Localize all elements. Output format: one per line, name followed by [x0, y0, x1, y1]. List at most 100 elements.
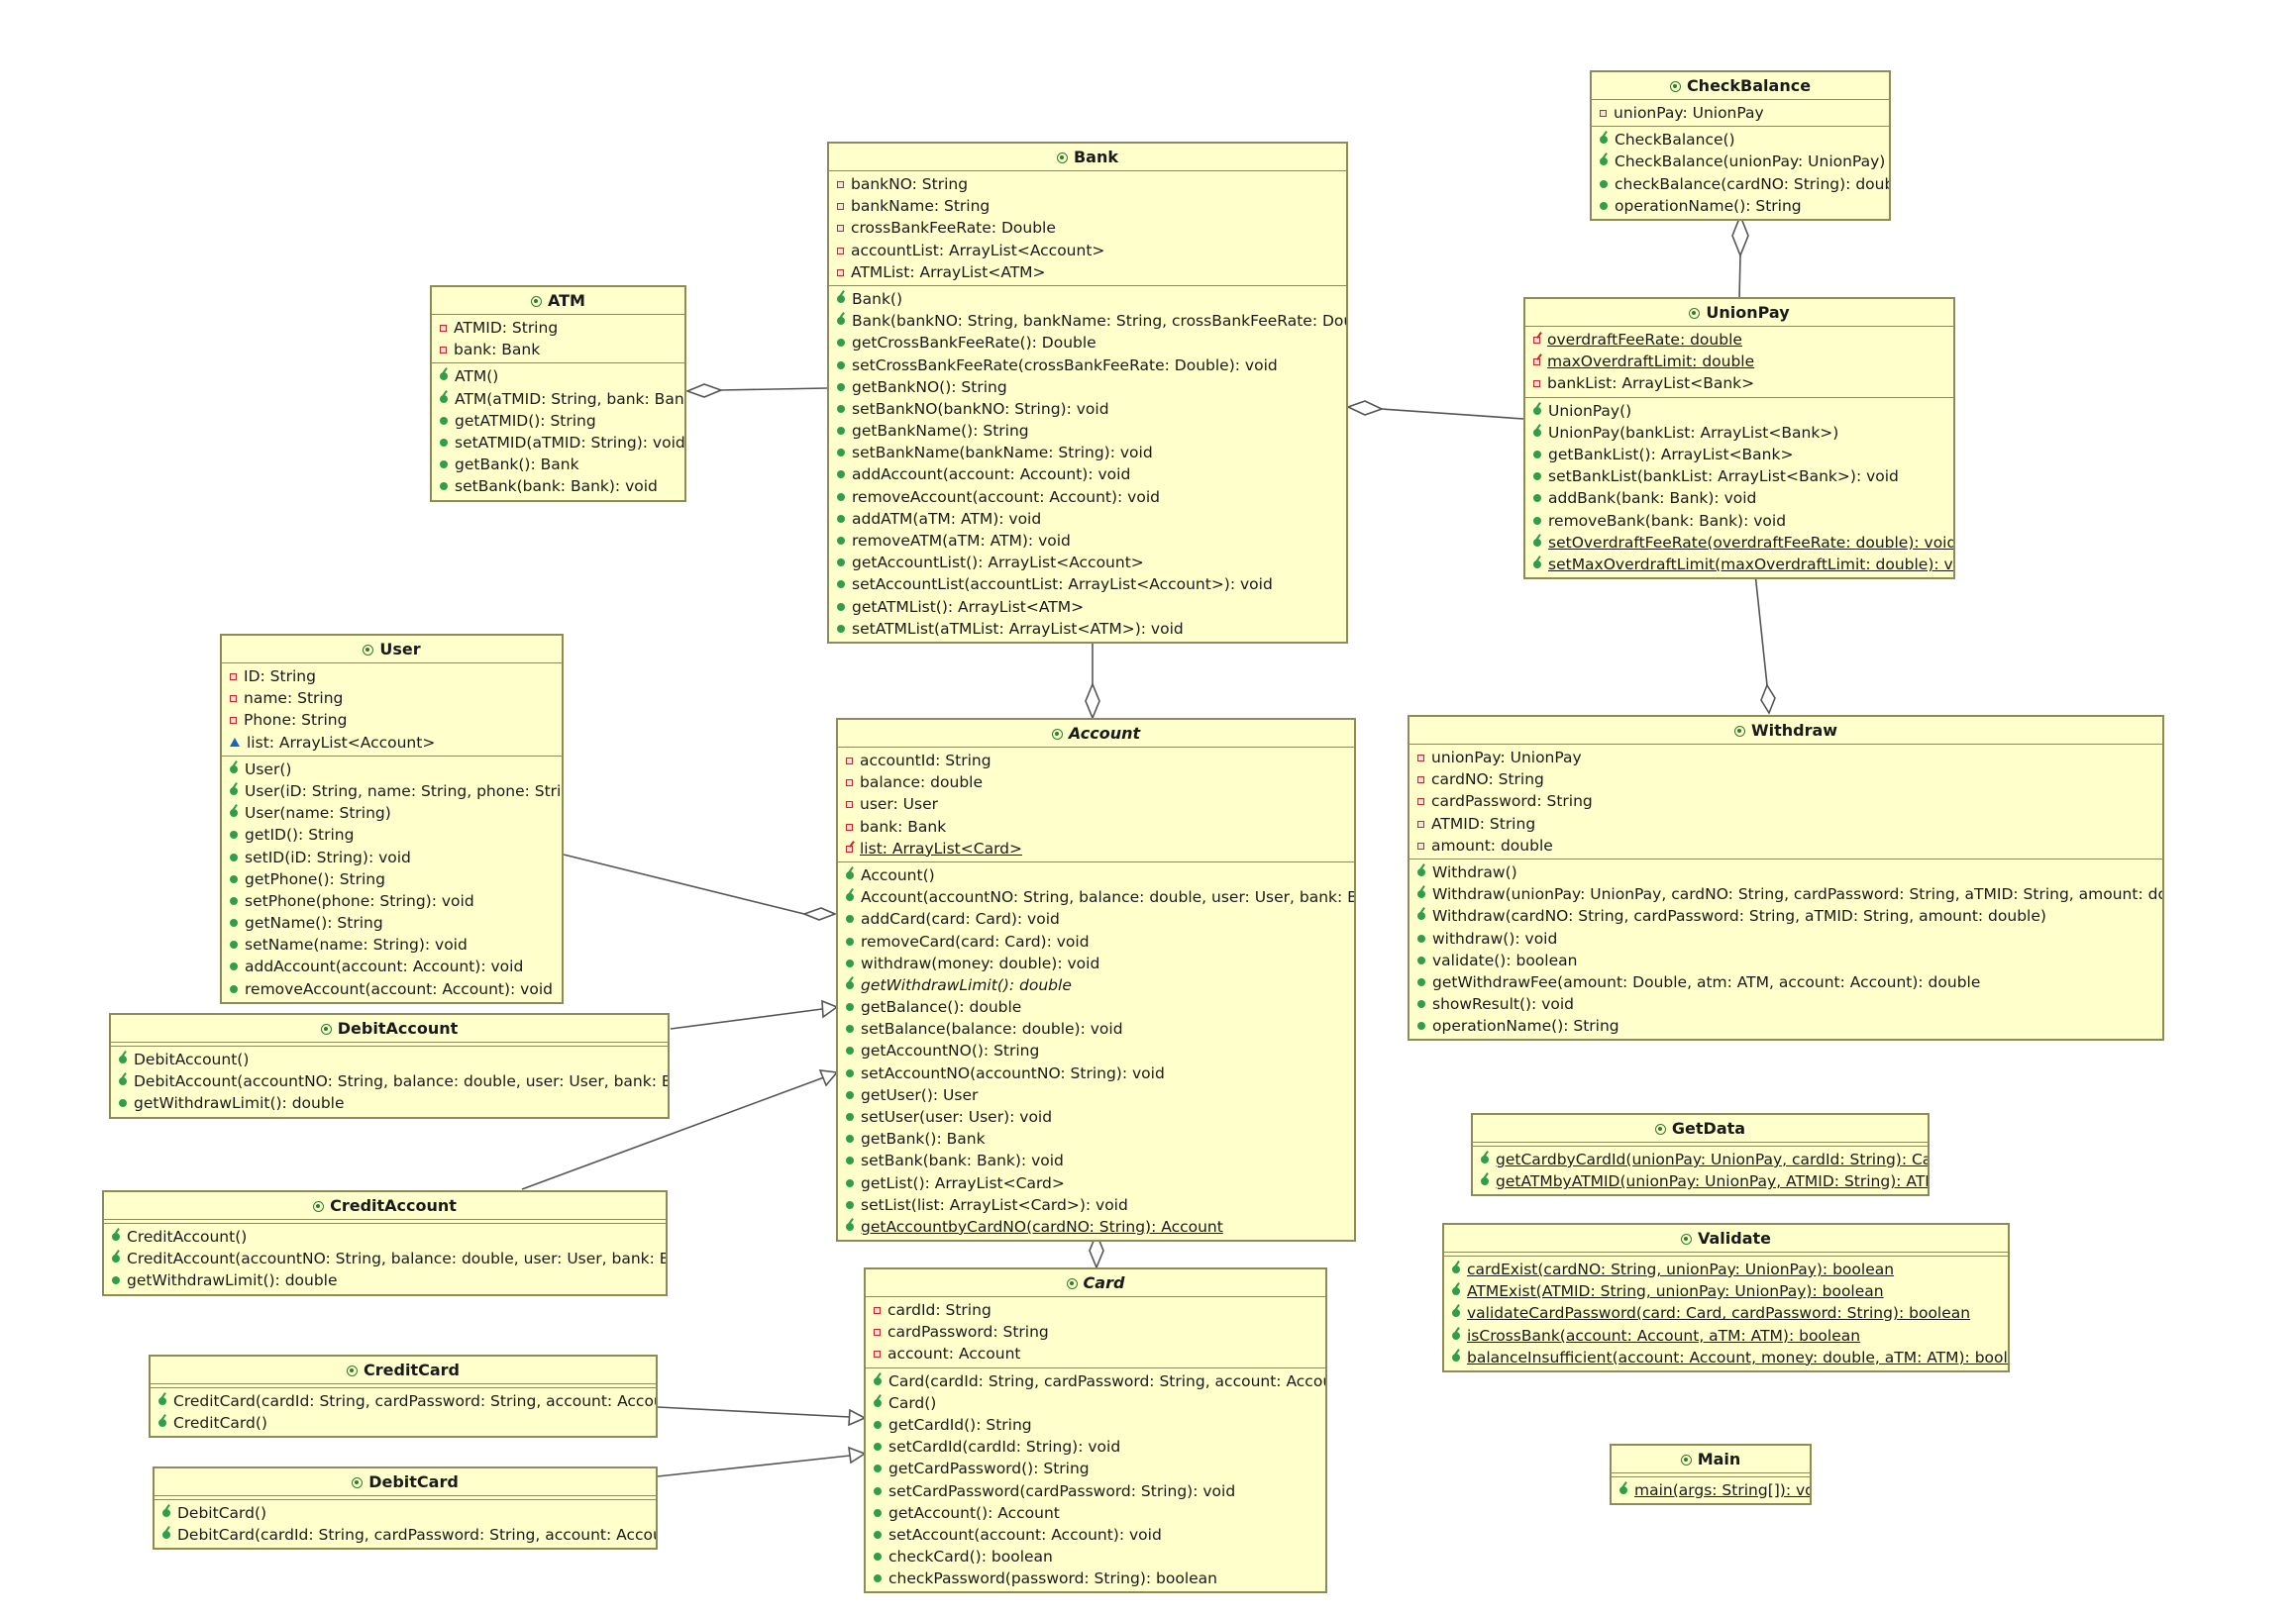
method-row[interactable]: Account(accountNO: String, balance: doub… [838, 886, 1354, 908]
class-header[interactable]: GetData [1473, 1115, 1928, 1143]
method-row[interactable]: removeAccount(account: Account): void [222, 978, 562, 1000]
method-row[interactable]: setATMList(aTMList: ArrayList<ATM>): voi… [829, 618, 1346, 640]
class-header[interactable]: DebitAccount [111, 1015, 668, 1043]
class-header[interactable]: DebitCard [155, 1468, 656, 1496]
field-row[interactable]: list: ArrayList<Account> [222, 732, 562, 754]
method-row[interactable]: setBankName(bankName: String): void [829, 442, 1346, 463]
field-row[interactable]: accountList: ArrayList<Account> [829, 240, 1346, 261]
method-row[interactable]: addATM(aTM: ATM): void [829, 508, 1346, 530]
field-row[interactable]: list: ArrayList<Card> [838, 838, 1354, 860]
class-header[interactable]: Main [1612, 1446, 1810, 1473]
method-row[interactable]: setCardPassword(cardPassword: String): v… [866, 1480, 1325, 1502]
field-row[interactable]: bank: Bank [432, 339, 684, 360]
method-row[interactable]: addAccount(account: Account): void [829, 463, 1346, 485]
method-row[interactable]: getName(): String [222, 912, 562, 934]
method-row[interactable]: setCrossBankFeeRate(crossBankFeeRate: Do… [829, 354, 1346, 376]
method-row[interactable]: checkBalance(cardNO: String): double [1592, 173, 1889, 195]
method-row[interactable]: setAccountNO(accountNO: String): void [838, 1062, 1354, 1084]
method-row[interactable]: getUser(): User [838, 1084, 1354, 1106]
method-row[interactable]: getWithdrawFee(amount: Double, atm: ATM,… [1409, 971, 2162, 993]
field-row[interactable]: cardNO: String [1409, 768, 2162, 790]
method-row[interactable]: getATMID(): String [432, 410, 684, 432]
field-row[interactable]: unionPay: UnionPay [1592, 102, 1889, 124]
method-row[interactable]: setBank(bank: Bank): void [432, 475, 684, 497]
method-row[interactable]: CreditAccount() [104, 1226, 666, 1248]
class-header[interactable]: UnionPay [1525, 299, 1953, 327]
class-header[interactable]: Card [866, 1269, 1325, 1297]
method-row[interactable]: getBank(): Bank [838, 1128, 1354, 1150]
method-row[interactable]: getBank(): Bank [432, 454, 684, 475]
method-row[interactable]: User(name: String) [222, 802, 562, 824]
class-header[interactable]: User [222, 636, 562, 663]
method-row[interactable]: ATMExist(ATMID: String, unionPay: UnionP… [1444, 1280, 2008, 1302]
method-row[interactable]: CreditCard(cardId: String, cardPassword:… [151, 1390, 656, 1412]
method-row[interactable]: getAccountList(): ArrayList<Account> [829, 552, 1346, 573]
field-row[interactable]: balance: double [838, 771, 1354, 793]
method-row[interactable]: DebitCard(cardId: String, cardPassword: … [155, 1524, 656, 1546]
field-row[interactable]: bank: Bank [838, 816, 1354, 838]
method-row[interactable]: setMaxOverdraftLimit(maxOverdraftLimit: … [1525, 554, 1953, 575]
field-row[interactable]: overdraftFeeRate: double [1525, 329, 1953, 351]
method-row[interactable]: Withdraw(unionPay: UnionPay, cardNO: Str… [1409, 883, 2162, 905]
class-header[interactable]: Account [838, 720, 1354, 748]
method-row[interactable]: getCardId(): String [866, 1414, 1325, 1436]
method-row[interactable]: getAccountNO(): String [838, 1040, 1354, 1062]
method-row[interactable]: CreditAccount(accountNO: String, balance… [104, 1248, 666, 1269]
method-row[interactable]: Withdraw(cardNO: String, cardPassword: S… [1409, 905, 2162, 927]
field-row[interactable]: ID: String [222, 665, 562, 687]
field-row[interactable]: ATMList: ArrayList<ATM> [829, 261, 1346, 283]
method-row[interactable]: checkCard(): boolean [866, 1546, 1325, 1567]
method-row[interactable]: getAccountbyCardNO(cardNO: String): Acco… [838, 1216, 1354, 1238]
method-row[interactable]: getBankList(): ArrayList<Bank> [1525, 444, 1953, 465]
method-row[interactable]: DebitAccount(accountNO: String, balance:… [111, 1070, 668, 1092]
method-row[interactable]: getCardbyCardId(unionPay: UnionPay, card… [1473, 1149, 1928, 1170]
method-row[interactable]: setCardId(cardId: String): void [866, 1436, 1325, 1458]
method-row[interactable]: CheckBalance() [1592, 129, 1889, 151]
method-row[interactable]: getPhone(): String [222, 868, 562, 890]
method-row[interactable]: cardExist(cardNO: String, unionPay: Unio… [1444, 1259, 2008, 1280]
method-row[interactable]: operationName(): String [1409, 1015, 2162, 1037]
method-row[interactable]: setOverdraftFeeRate(overdraftFeeRate: do… [1525, 532, 1953, 554]
method-row[interactable]: withdraw(): void [1409, 928, 2162, 950]
method-row[interactable]: getBankNO(): String [829, 376, 1346, 398]
method-row[interactable]: main(args: String[]): void [1612, 1479, 1810, 1501]
method-row[interactable]: isCrossBank(account: Account, aTM: ATM):… [1444, 1325, 2008, 1347]
method-row[interactable]: UnionPay() [1525, 400, 1953, 422]
method-row[interactable]: removeCard(card: Card): void [838, 931, 1354, 953]
method-row[interactable]: removeBank(bank: Bank): void [1525, 510, 1953, 532]
method-row[interactable]: getCardPassword(): String [866, 1458, 1325, 1479]
class-header[interactable]: Bank [829, 144, 1346, 171]
method-row[interactable]: DebitCard() [155, 1502, 656, 1524]
method-row[interactable]: ATM(aTMID: String, bank: Bank) [432, 388, 684, 410]
method-row[interactable]: checkPassword(password: String): boolean [866, 1567, 1325, 1589]
method-row[interactable]: validate(): boolean [1409, 950, 2162, 971]
method-row[interactable]: removeAccount(account: Account): void [829, 486, 1346, 508]
method-row[interactable]: addBank(bank: Bank): void [1525, 487, 1953, 509]
method-row[interactable]: Bank() [829, 288, 1346, 310]
field-row[interactable]: user: User [838, 793, 1354, 815]
method-row[interactable]: CreditCard() [151, 1412, 656, 1434]
field-row[interactable]: crossBankFeeRate: Double [829, 217, 1346, 239]
method-row[interactable]: setID(iD: String): void [222, 847, 562, 868]
field-row[interactable]: account: Account [866, 1343, 1325, 1365]
method-row[interactable]: getATMList(): ArrayList<ATM> [829, 596, 1346, 618]
method-row[interactable]: getWithdrawLimit(): double [838, 974, 1354, 996]
field-row[interactable]: bankList: ArrayList<Bank> [1525, 372, 1953, 394]
method-row[interactable]: setPhone(phone: String): void [222, 890, 562, 912]
field-row[interactable]: cardPassword: String [866, 1321, 1325, 1343]
class-header[interactable]: CreditCard [151, 1357, 656, 1384]
method-row[interactable]: showResult(): void [1409, 993, 2162, 1015]
method-row[interactable]: setList(list: ArrayList<Card>): void [838, 1194, 1354, 1216]
method-row[interactable]: User(iD: String, name: String, phone: St… [222, 780, 562, 802]
method-row[interactable]: Bank(bankNO: String, bankName: String, c… [829, 310, 1346, 332]
field-row[interactable]: amount: double [1409, 835, 2162, 857]
